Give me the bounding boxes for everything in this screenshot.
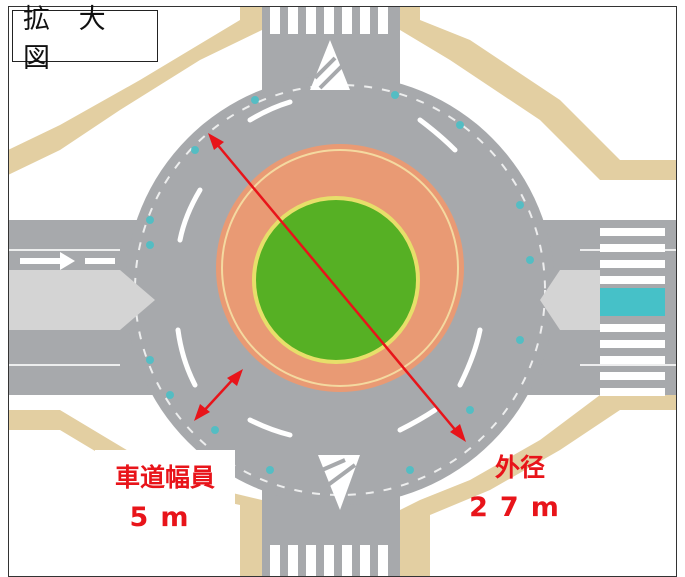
lane-dashes bbox=[175, 99, 483, 438]
lane-width-label: 車道幅員 5m bbox=[100, 458, 230, 533]
outer-diameter-arrow bbox=[208, 133, 466, 442]
outer-diameter-label: 外径 27m bbox=[465, 448, 575, 523]
apron-edge bbox=[221, 149, 459, 387]
crosswalk-right bbox=[600, 228, 665, 396]
crosswalk-bottom bbox=[270, 545, 388, 577]
lane-arrows-left bbox=[20, 252, 115, 270]
teal-marking bbox=[600, 288, 665, 316]
page-title: 拡 大 図 bbox=[23, 4, 116, 74]
central-island bbox=[252, 196, 420, 364]
lane-width-value: 5m bbox=[129, 502, 201, 533]
splitter-right bbox=[540, 270, 600, 330]
title-box: 拡 大 図 bbox=[12, 4, 158, 74]
hatched-splitters bbox=[310, 40, 360, 510]
outer-diameter-name: 外径 bbox=[494, 453, 545, 482]
outer-diameter-value: 27m bbox=[469, 492, 571, 523]
lane-width-label-bg bbox=[95, 450, 235, 545]
lane-width-name: 車道幅員 bbox=[114, 463, 215, 492]
lane-width-arrow bbox=[194, 369, 243, 421]
bollards bbox=[146, 91, 534, 474]
crosswalks bbox=[270, 6, 665, 577]
splitter-left bbox=[8, 270, 155, 330]
crosswalk-top bbox=[270, 6, 388, 34]
